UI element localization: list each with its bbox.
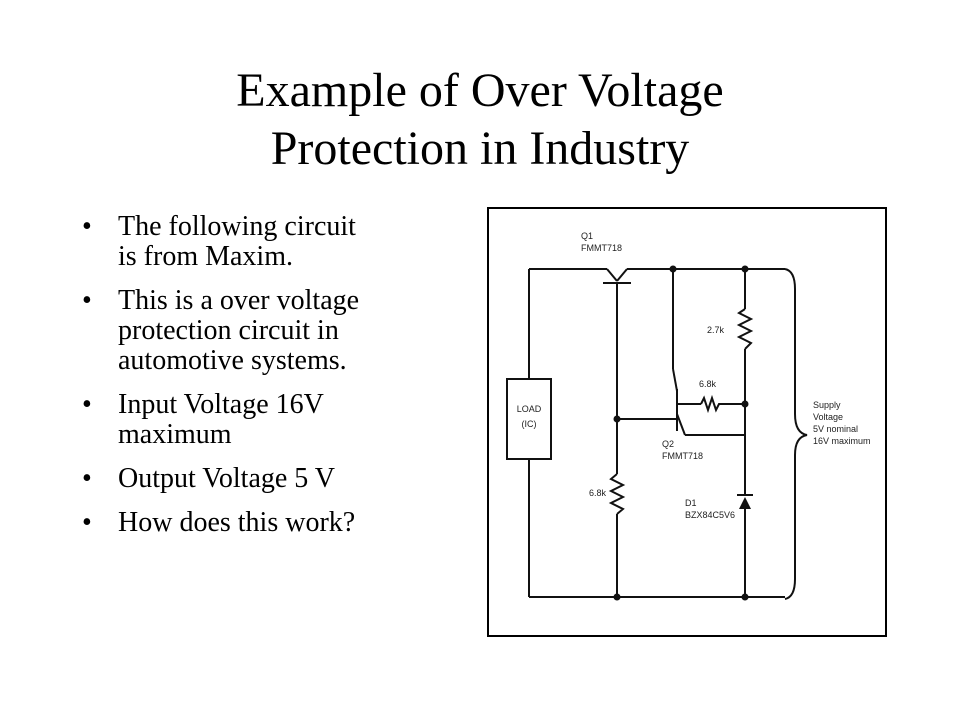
d1-part: BZX84C5V6 — [685, 510, 735, 520]
bullet-line: How does this work? — [118, 507, 356, 538]
resistor-mid — [700, 394, 721, 414]
circuit-wires — [528, 268, 785, 598]
bullet-line: Output Voltage 5 V — [118, 463, 336, 494]
q1-ref: Q1 — [581, 231, 593, 241]
bullet-item: • Output Voltage 5 V — [82, 464, 452, 494]
circuit-figure: LOAD (IC) Q1 FMMT718 2.7k 6.8k Q2 FMMT71… — [487, 207, 887, 637]
bullet-line: The following circuit — [118, 211, 356, 242]
bullet-line: protection circuit in — [118, 315, 339, 346]
supply-line-3: 5V nominal — [813, 424, 858, 434]
bullet-glyph: • — [82, 211, 92, 242]
bullet-list: • The following circuit is from Maxim. •… — [82, 212, 452, 552]
bullet-glyph: • — [82, 507, 92, 538]
bullet-glyph: • — [82, 285, 92, 316]
title-line-1: Example of Over Voltage — [236, 64, 724, 117]
zener-diode — [739, 497, 751, 509]
resistor-left — [608, 473, 626, 515]
q2-ref: Q2 — [662, 439, 674, 449]
r-mid-value: 6.8k — [699, 379, 717, 389]
r-left-value: 6.8k — [589, 488, 607, 498]
load-label: LOAD — [517, 404, 542, 414]
bullet-line: automotive systems. — [118, 345, 347, 376]
circuit-diagram: LOAD (IC) Q1 FMMT718 2.7k 6.8k Q2 FMMT71… — [506, 231, 871, 601]
load-sublabel: (IC) — [522, 419, 537, 429]
supply-line-2: Voltage — [813, 412, 843, 422]
q2-part: FMMT718 — [662, 451, 703, 461]
supply-brace — [784, 268, 808, 600]
d1-ref: D1 — [685, 498, 697, 508]
bullet-line: is from Maxim. — [118, 241, 293, 272]
bullet-line: This is a over voltage — [118, 285, 360, 316]
junction-dots — [613, 265, 749, 601]
bullet-item: • The following circuit is from Maxim. — [82, 212, 452, 272]
slide-title: Example of Over Voltage Protection in In… — [0, 62, 960, 178]
bullet-line: Input Voltage 16V — [118, 389, 324, 420]
bullet-glyph: • — [82, 463, 92, 494]
bullet-item: • How does this work? — [82, 508, 452, 538]
bullet-line: maximum — [118, 419, 232, 450]
bullet-item: • Input Voltage 16V maximum — [82, 390, 452, 450]
bullet-glyph: • — [82, 389, 92, 420]
resistor-top — [736, 308, 754, 350]
bullet-item: • This is a over voltage protection circ… — [82, 286, 452, 376]
r-top-value: 2.7k — [707, 325, 725, 335]
title-line-2: Protection in Industry — [270, 122, 690, 175]
load-box — [506, 378, 552, 460]
supply-line-4: 16V maximum — [813, 436, 871, 446]
supply-line-1: Supply — [813, 400, 841, 410]
q1-part: FMMT718 — [581, 243, 622, 253]
